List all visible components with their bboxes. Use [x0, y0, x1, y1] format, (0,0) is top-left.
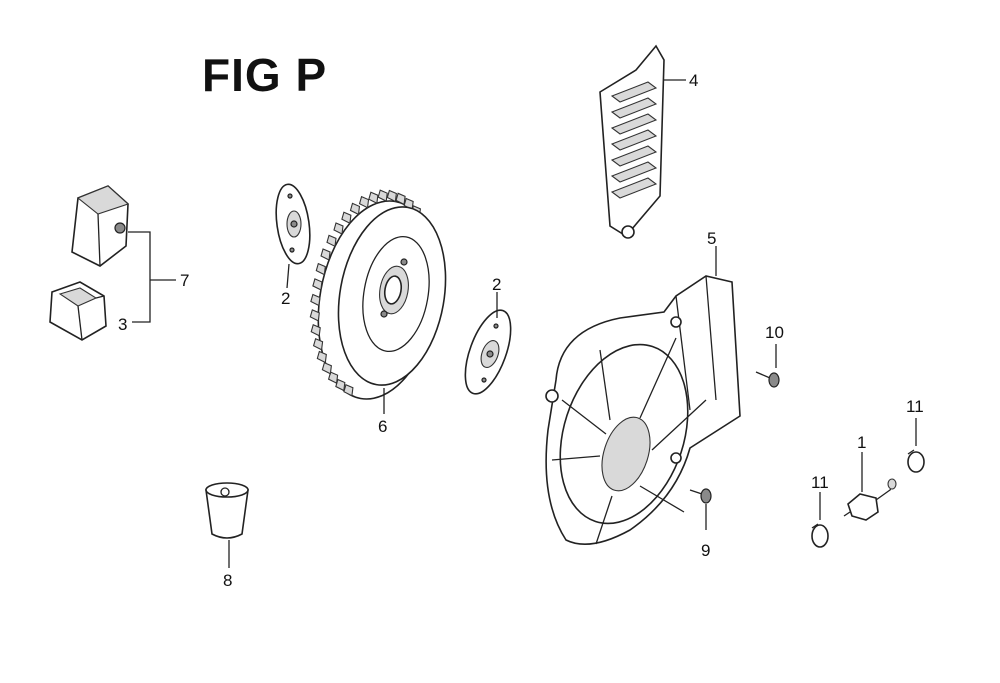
cover-fin — [610, 129, 658, 151]
flywheel-fin — [320, 248, 331, 261]
callout-7-bracket — [128, 231, 176, 323]
rubber-cap — [205, 482, 249, 568]
screw-10 — [755, 344, 780, 388]
flywheel-fin — [358, 195, 370, 209]
cover-fin — [610, 161, 658, 183]
flywheel-fin — [309, 309, 320, 322]
screw-9 — [689, 488, 712, 530]
flywheel — [309, 189, 447, 414]
flywheel-fin — [343, 383, 354, 397]
callout-2-lower: 2 — [492, 275, 501, 294]
callout-3: 3 — [118, 315, 127, 334]
flange-plate-upper — [275, 183, 311, 289]
cover-fin — [610, 113, 658, 135]
flywheel-fin — [349, 202, 361, 216]
callout-7: 7 — [180, 271, 189, 290]
flange-plate-lower — [464, 292, 512, 395]
cover-fin — [610, 97, 658, 119]
callout-8: 8 — [223, 571, 232, 590]
cover-fin — [610, 81, 658, 103]
hose-clip-upper — [907, 418, 925, 473]
figure-title: FIG P — [202, 49, 328, 101]
callout-1: 1 — [857, 433, 866, 452]
flywheel-fin — [341, 211, 352, 225]
callout-5: 5 — [707, 229, 716, 248]
callout-9: 9 — [701, 541, 710, 560]
callout-2-upper: 2 — [281, 289, 290, 308]
flywheel-fin — [315, 262, 326, 276]
flywheel-fin — [326, 234, 337, 248]
flywheel-fin — [377, 189, 388, 202]
cover-fin — [610, 145, 658, 167]
flywheel-fin — [310, 323, 321, 337]
callout-6: 6 — [378, 417, 387, 436]
fan-shroud — [545, 246, 741, 546]
flywheel-fin — [321, 362, 332, 375]
hose-clip-lower — [811, 492, 829, 548]
cover-fin — [610, 177, 658, 199]
coil-block-lower — [49, 281, 107, 341]
flywheel-fin — [386, 189, 397, 203]
callout-10: 10 — [765, 323, 784, 342]
flywheel-fin — [310, 293, 321, 307]
flywheel-fin — [316, 350, 327, 364]
flywheel-fin — [312, 278, 323, 291]
coil-block-upper — [71, 185, 130, 267]
flywheel-fin — [368, 191, 379, 205]
callout-11-upper: 11 — [906, 397, 924, 416]
flywheel-fin — [395, 192, 406, 206]
fuel-fitting — [843, 452, 897, 521]
cooling-cover — [599, 44, 686, 239]
flywheel-fin — [333, 222, 344, 235]
callout-11-lower: 11 — [811, 473, 829, 492]
callout-4: 4 — [689, 71, 698, 90]
flywheel-fin — [335, 378, 346, 392]
flywheel-fin — [312, 337, 324, 351]
